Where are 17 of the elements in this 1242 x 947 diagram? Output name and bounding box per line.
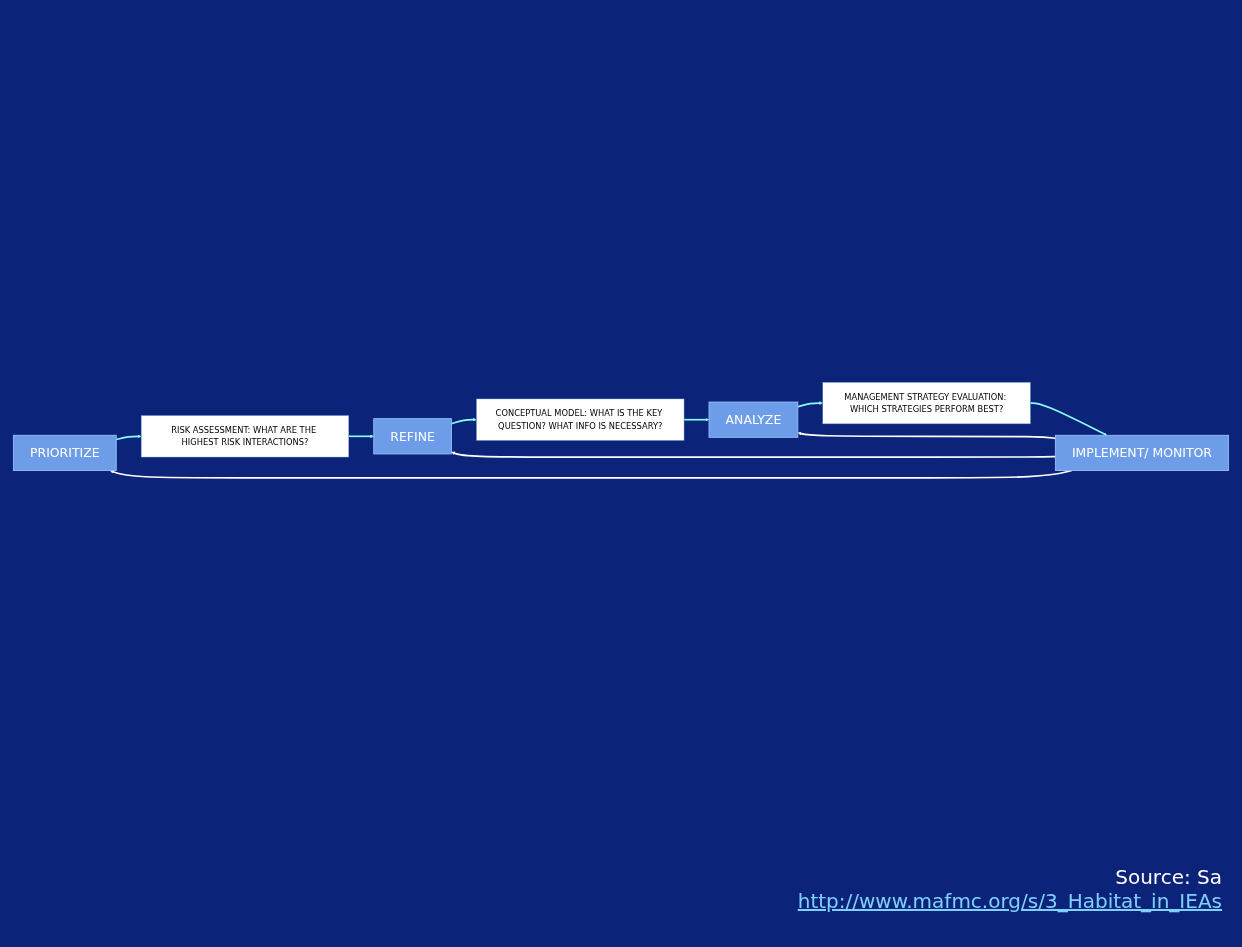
arrow [450,417,477,425]
node-box: IMPLEMENT/ MONITOR [1054,434,1230,471]
node-box: REFINE [373,418,452,455]
node-box: ANALYZE [708,401,799,438]
arrow [115,434,142,441]
arrow [797,431,1057,440]
arrow [797,401,823,408]
arrow [348,434,374,439]
source-link: http://www.mafmc.org/s/3_Habitat_in_IEAs [797,889,1222,913]
node-box: MANAGEMENT STRATEGY EVALUATION: WHICH STRATEGIES PERFORM BEST? [822,382,1031,424]
node-box: CONCEPTUAL MODEL: WHAT IS THE KEY QUESTION? WHAT INFO IS NECESSARY? [476,398,685,441]
arrow [1029,402,1108,436]
source-note: Source: Sa [1114,865,1222,889]
node-box: PRIORITIZE [12,434,117,471]
arrow [683,417,710,422]
arrow [451,451,1057,458]
node-box: RISK ASSESSMENT: WHAT ARE THE HIGHEST RISK INTERACTIONS? [140,415,349,458]
